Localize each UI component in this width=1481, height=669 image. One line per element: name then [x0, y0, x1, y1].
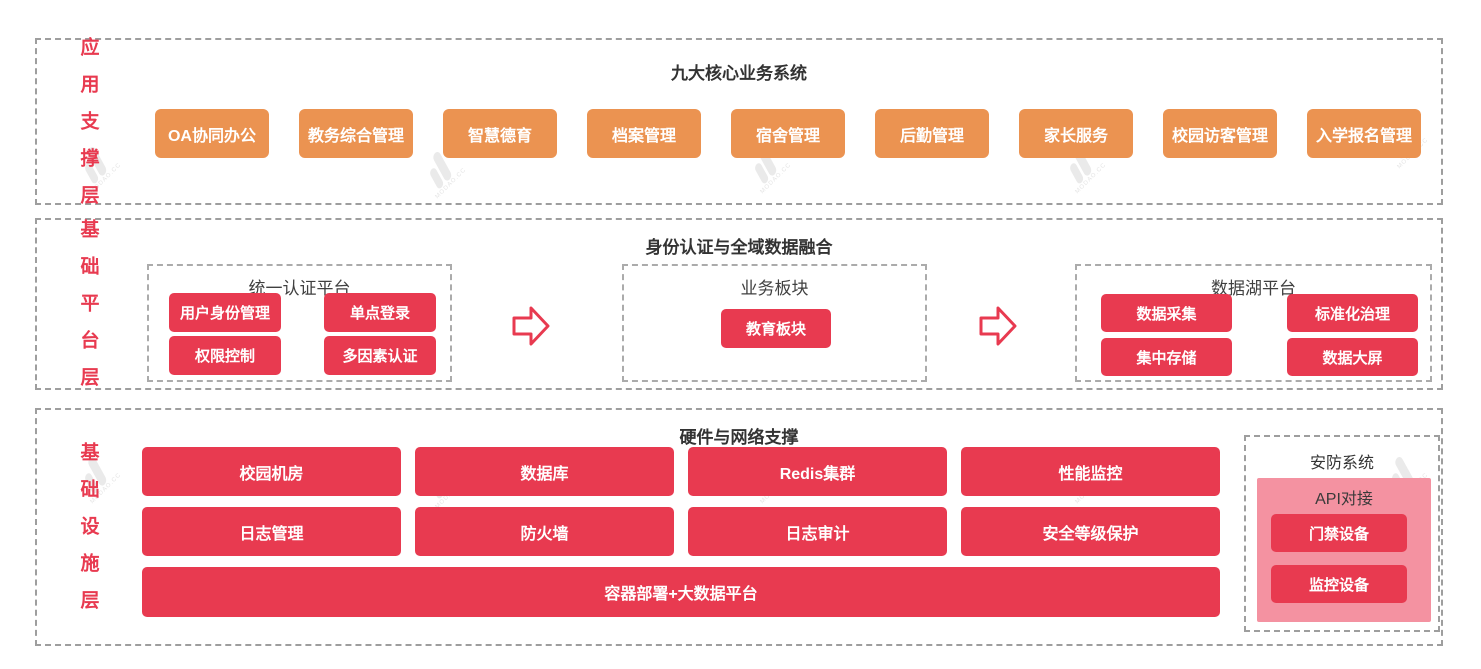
group-unified-auth-platform: 统一认证平台 用户身份管理 单点登录 权限控制 多因素认证	[147, 264, 452, 382]
security-box-door-access: 门禁设备	[1271, 514, 1407, 552]
auth-box-mfa: 多因素认证	[324, 336, 436, 375]
infra-box-redis-cluster: Redis集群	[688, 447, 947, 496]
api-integration-title: API对接	[1315, 491, 1373, 508]
layer-basic-platform: 基础平台层 身份认证与全域数据融合 统一认证平台 用户身份管理 单点登录 权限控…	[35, 218, 1443, 390]
group-business-blocks: 业务板块 教育板块	[622, 264, 927, 382]
infra-box-security-level: 安全等级保护	[961, 507, 1220, 556]
flow-arrow-icon	[979, 306, 1017, 346]
layer3-title: 硬件与网络支撑	[679, 428, 799, 447]
app-box-archive-management: 档案管理	[587, 109, 701, 158]
app-box-parent-service: 家长服务	[1019, 109, 1133, 158]
layer-application-support: 应用支撑层 九大核心业务系统 OA协同办公 教务综合管理 智慧德育 档案管理 宿…	[35, 37, 1443, 206]
layer3-label: 基础设施层	[80, 442, 100, 612]
datalake-box-storage: 集中存储	[1101, 338, 1232, 376]
security-box-surveillance: 监控设备	[1271, 565, 1407, 603]
layer1-title: 九大核心业务系统	[671, 64, 807, 83]
business-box-education: 教育板块	[721, 309, 831, 348]
infra-box-database: 数据库	[415, 447, 674, 496]
auth-box-user-identity: 用户身份管理	[169, 293, 281, 332]
infra-box-log-audit: 日志审计	[688, 507, 947, 556]
infra-box-log-management: 日志管理	[142, 507, 401, 556]
app-box-enrollment-management: 入学报名管理	[1307, 109, 1421, 158]
security-system-box: 安防系统 API对接 门禁设备 监控设备	[1244, 435, 1440, 632]
group-title-data-lake: 数据湖平台	[1211, 279, 1296, 298]
infra-box-firewall: 防火墙	[415, 507, 674, 556]
app-box-oa-office: OA协同办公	[155, 109, 269, 158]
layer1-label: 应用支撑层	[80, 37, 100, 206]
app-box-smart-moral-edu: 智慧德育	[443, 109, 557, 158]
datalake-box-dashboard: 数据大屏	[1287, 338, 1418, 376]
infra-box-server-room: 校园机房	[142, 447, 401, 496]
auth-box-sso: 单点登录	[324, 293, 436, 332]
app-box-logistics-management: 后勤管理	[875, 109, 989, 158]
infra-box-container-bigdata: 容器部署+大数据平台	[142, 567, 1220, 617]
datalake-box-governance: 标准化治理	[1287, 294, 1418, 332]
flow-arrow-icon	[512, 306, 550, 346]
app-systems-row: OA协同办公 教务综合管理 智慧德育 档案管理 宿舍管理 后勤管理 家长服务 校…	[155, 109, 1421, 158]
app-box-academic-management: 教务综合管理	[299, 109, 413, 158]
security-system-title: 安防系统	[1309, 455, 1374, 472]
app-box-visitor-management: 校园访客管理	[1163, 109, 1277, 158]
auth-box-access-control: 权限控制	[169, 336, 281, 375]
group-data-lake-platform: 数据湖平台 数据采集 标准化治理 集中存储 数据大屏	[1075, 264, 1432, 382]
layer2-label: 基础平台层	[80, 219, 100, 389]
infra-box-perf-monitoring: 性能监控	[961, 447, 1220, 496]
datalake-box-collection: 数据采集	[1101, 294, 1232, 332]
layer-infrastructure: 基础设施层 硬件与网络支撑 校园机房 数据库 Redis集群 性能监控 日志管理…	[35, 408, 1443, 646]
layer2-title: 身份认证与全域数据融合	[645, 238, 833, 257]
api-integration-panel: API对接 门禁设备 监控设备	[1257, 478, 1431, 622]
group-title-business-blocks: 业务板块	[740, 279, 809, 298]
app-box-dorm-management: 宿舍管理	[731, 109, 845, 158]
